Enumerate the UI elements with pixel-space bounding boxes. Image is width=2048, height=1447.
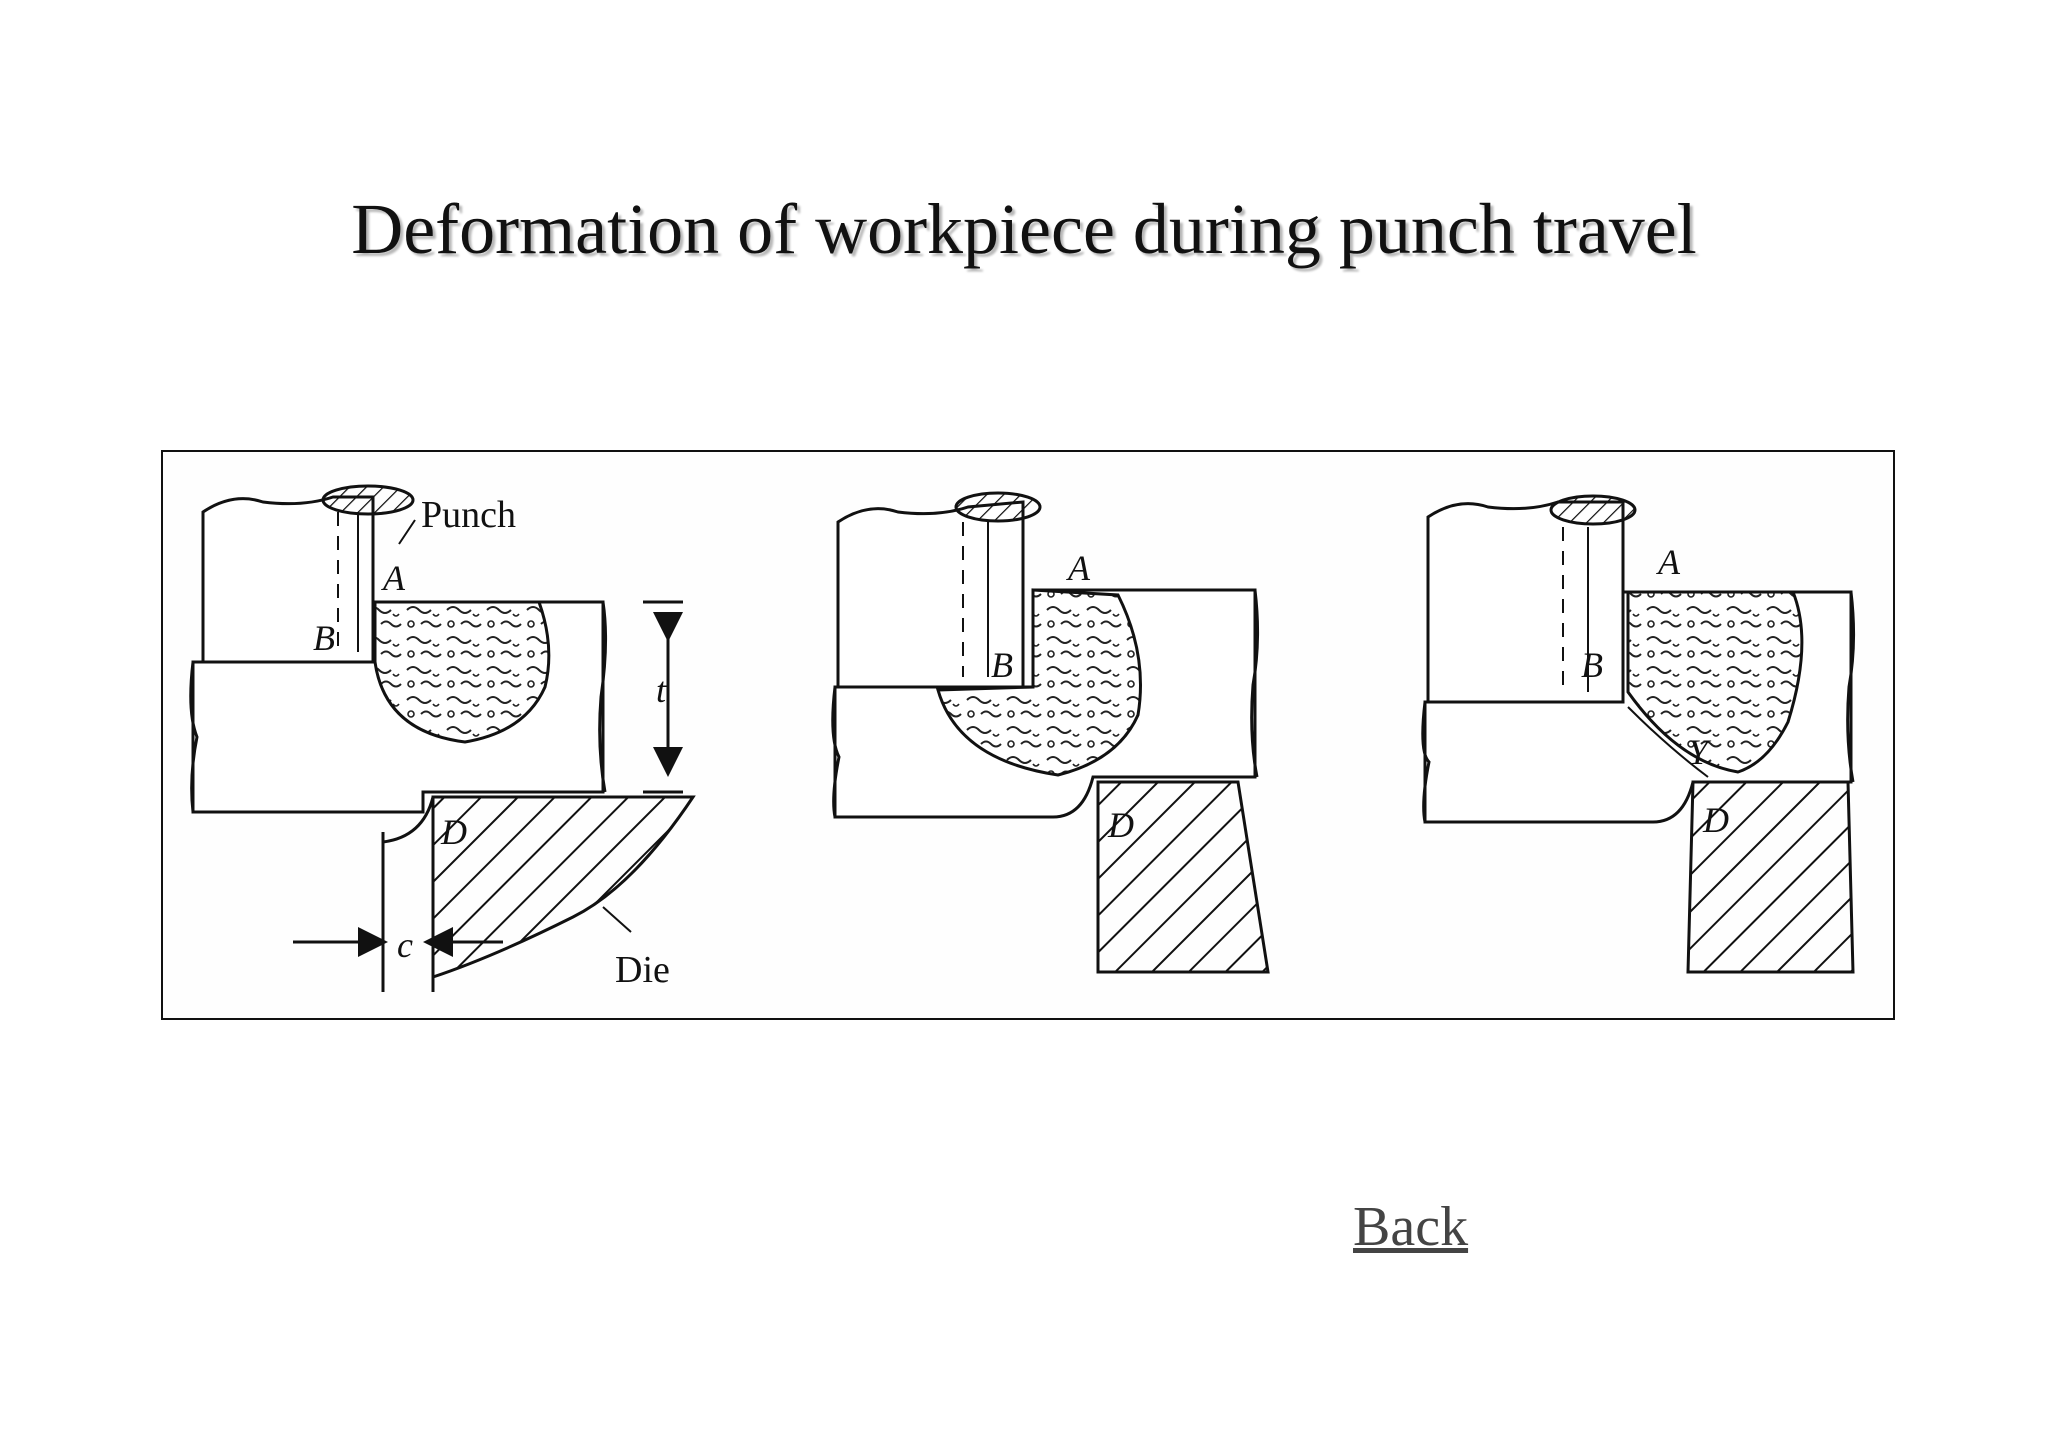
panel-3-fracture bbox=[1421, 494, 1856, 974]
punch-body bbox=[201, 495, 375, 664]
panel-3-point-a: A bbox=[1656, 542, 1681, 582]
panel-2-penetration bbox=[831, 491, 1270, 974]
punch-section bbox=[321, 484, 415, 516]
panel-3-deformation-zone bbox=[1626, 590, 1804, 774]
panel-3-point-b: B bbox=[1581, 645, 1603, 685]
punch-diagram-svg: Punch Die A B D t c A B D bbox=[189, 484, 1856, 992]
page-title: Deformation of workpiece during punch tr… bbox=[351, 189, 1697, 269]
panel-3-point-d: D bbox=[1702, 800, 1729, 840]
clearance-label: c bbox=[397, 925, 413, 965]
panel-2-deformation-zone bbox=[936, 588, 1142, 777]
panel-1-point-a: A bbox=[381, 558, 406, 598]
thickness-label: t bbox=[656, 670, 667, 710]
panel-3-die bbox=[1686, 780, 1855, 974]
panel-2-point-d: D bbox=[1107, 805, 1134, 845]
punch-label: Punch bbox=[421, 494, 516, 536]
punch-deformation-figure: Punch Die A B D t c A B D bbox=[161, 450, 1895, 1020]
panel-2-point-a: A bbox=[1066, 548, 1091, 588]
die-label: Die bbox=[615, 949, 670, 991]
panel-3-point-y: Y bbox=[1688, 732, 1712, 772]
panel-2-point-b: B bbox=[991, 645, 1013, 685]
panel-2-die bbox=[1096, 780, 1270, 974]
panel-1-point-d: D bbox=[440, 812, 467, 852]
back-link[interactable]: Back bbox=[1353, 1196, 1469, 1258]
die-body bbox=[431, 795, 696, 980]
panel-1-point-b: B bbox=[313, 618, 335, 658]
panel-1-deformation-zone bbox=[373, 600, 551, 744]
panel-1-initial-contact bbox=[189, 484, 696, 992]
